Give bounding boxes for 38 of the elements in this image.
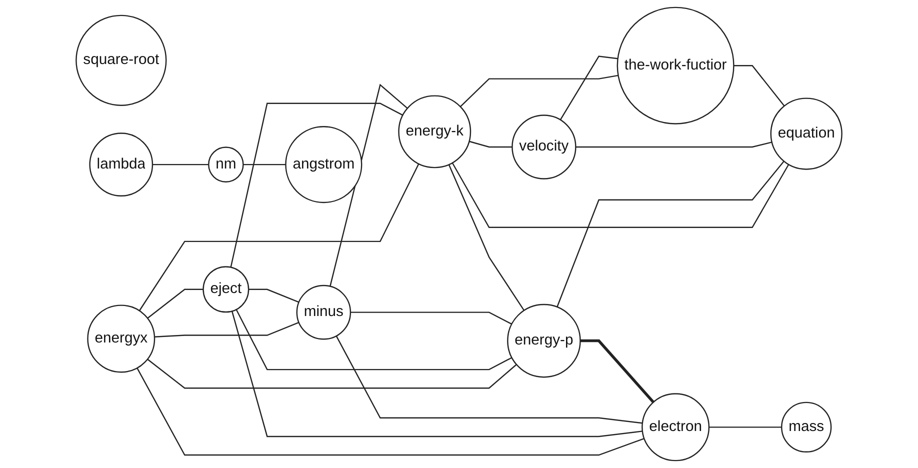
node-circle: energyx [87, 304, 156, 373]
connector [469, 140, 512, 148]
connector [580, 339, 654, 404]
node-circle: minus [296, 284, 352, 340]
node-circle: velocity [512, 114, 576, 180]
node-circle: angstrom [285, 126, 362, 204]
node-circle: mass [781, 402, 832, 452]
connector [330, 84, 408, 286]
connector [460, 74, 618, 108]
node-circle: lambda [89, 132, 154, 196]
connector [136, 368, 644, 456]
connector [231, 311, 642, 438]
connector [708, 426, 782, 428]
connector [230, 102, 404, 268]
connector [452, 162, 790, 228]
node-circle: nm [208, 146, 244, 182]
connector [243, 164, 286, 166]
node-circle: energy-p [507, 304, 581, 378]
connector [560, 56, 618, 120]
connector [152, 164, 209, 166]
connector [448, 164, 525, 311]
connector [350, 312, 512, 325]
connector [138, 164, 420, 312]
node-circle: the-work-fuctior [616, 6, 734, 124]
connector [336, 336, 642, 424]
connector [147, 288, 204, 319]
node-circle: square-root [76, 14, 167, 106]
connector [154, 322, 300, 338]
node-circle: eject [202, 266, 250, 313]
node-circle: electron [642, 393, 710, 462]
connector [147, 358, 517, 389]
connector [734, 65, 785, 106]
connector [576, 142, 772, 148]
connector [248, 288, 300, 303]
connector [236, 309, 512, 370]
node-circle: equation [770, 98, 842, 170]
connector [556, 160, 784, 308]
node-circle: energy-k [398, 95, 472, 168]
